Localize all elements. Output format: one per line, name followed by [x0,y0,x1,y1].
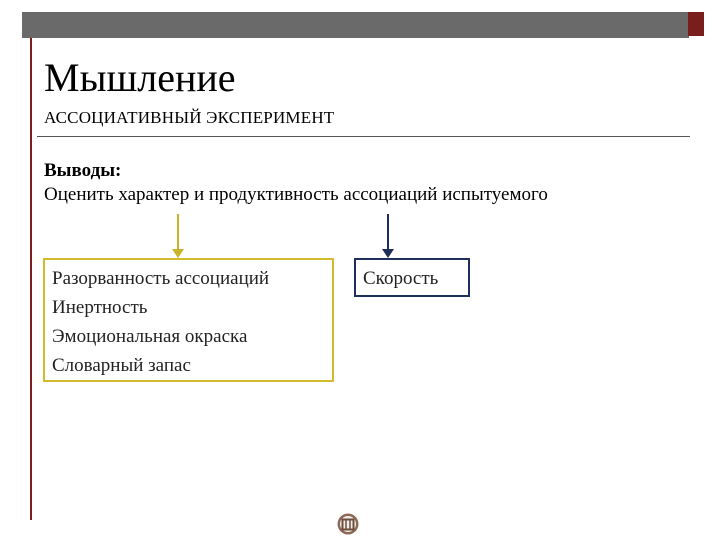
down-arrow-icon-right [382,214,394,258]
left-vertical-rule [30,38,32,520]
top-corner-accent [688,12,704,36]
conclusion-text: Оценить характер и продуктивность ассоци… [44,184,548,205]
quality-criteria-box: Разорванность ассоциаций Инертность Эмоц… [43,258,334,382]
template-logo-icon [337,513,359,535]
conclusion-heading: Выводы: [44,160,122,181]
criteria-item: Разорванность ассоциаций [52,268,270,289]
criteria-item: Эмоциональная окраска [52,326,248,347]
criteria-item: Инертность [52,297,148,318]
down-arrow-icon-left [172,214,184,258]
slide-title: Мышление [44,55,236,100]
slide-subtitle: АССОЦИАТИВНЫЙ ЭКСПЕРИМЕНТ [44,108,335,127]
top-banner-bar [22,12,689,38]
productivity-criteria-box: Скорость [354,258,470,297]
criteria-item: Словарный запас [52,355,191,376]
header-divider [37,136,690,137]
criteria-item: Скорость [363,268,439,289]
